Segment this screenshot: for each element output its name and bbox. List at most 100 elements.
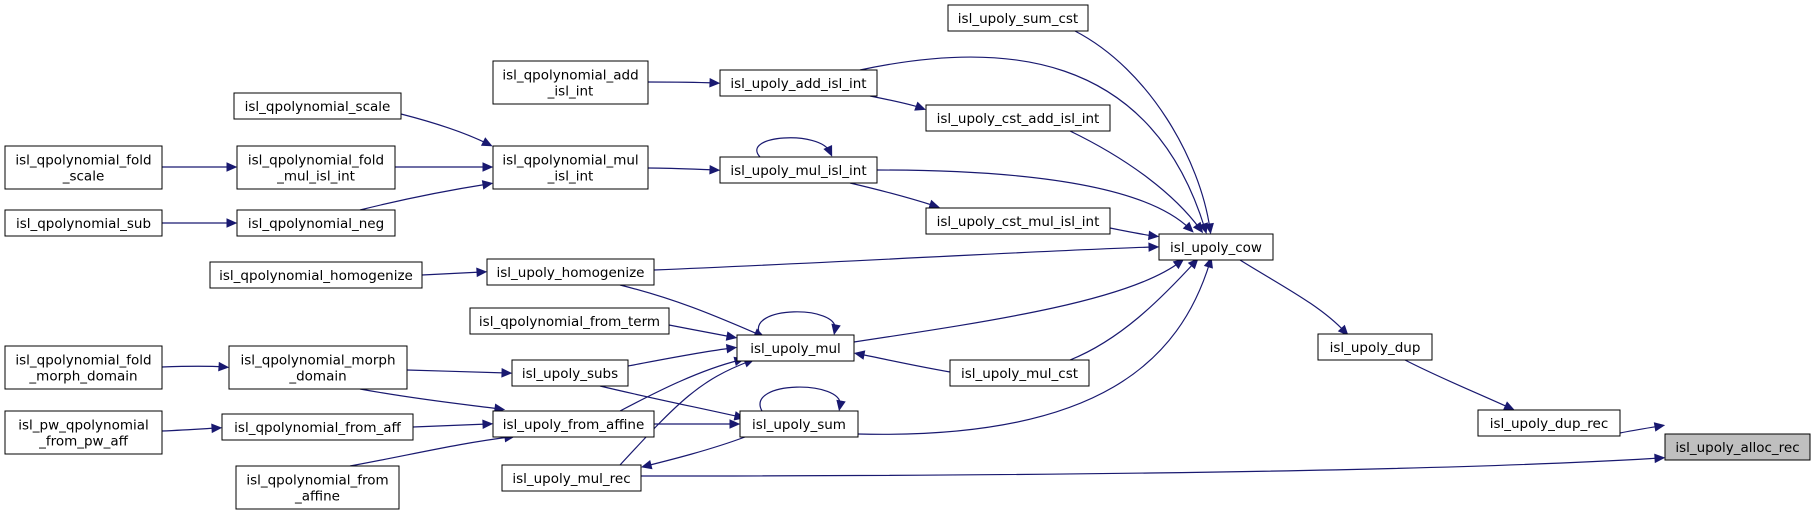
node-add-isl-int[interactable]: isl_upoly_add_isl_int: [719, 69, 878, 97]
node-qp-fold-scale[interactable]: isl_qpolynomial_fold_scale: [4, 145, 163, 190]
node-label: isl_qpolynomial_fold: [15, 153, 151, 169]
node-qp-morph[interactable]: isl_qpolynomial_morph_domain: [228, 345, 408, 390]
node-sum[interactable]: isl_upoly_sum: [739, 410, 859, 438]
arrowhead-icon: [211, 423, 223, 434]
node-box: [492, 410, 655, 438]
node-box: [228, 345, 408, 390]
node-box: [1664, 433, 1811, 461]
node-box: [4, 345, 163, 390]
node-mul-isl-int[interactable]: isl_upoly_mul_isl_int: [719, 156, 878, 184]
edge-qp-fold-morph-to-qp-morph: [161, 361, 230, 372]
node-homog[interactable]: isl_upoly_homogenize: [486, 258, 655, 286]
node-qp-homog[interactable]: isl_qpolynomial_homogenize: [209, 261, 423, 289]
node-mul-cst[interactable]: isl_upoly_mul_cst: [949, 359, 1090, 387]
node-label: isl_qpolynomial_from: [246, 473, 388, 489]
edge-line: [1239, 259, 1346, 333]
node-box: [4, 145, 163, 190]
edge-line: [859, 56, 1206, 230]
node-box: [1158, 233, 1274, 261]
node-mul-rec[interactable]: isl_upoly_mul_rec: [501, 464, 642, 492]
node-qp-from-term[interactable]: isl_qpolynomial_from_term: [469, 307, 670, 335]
node-box: [492, 60, 649, 105]
node-dup-rec[interactable]: isl_upoly_dup_rec: [1477, 409, 1621, 437]
node-alloc-rec[interactable]: isl_upoly_alloc_rec: [1664, 433, 1811, 461]
node-label: isl_qpolynomial_fold: [15, 353, 151, 369]
edge-line: [756, 137, 831, 158]
node-label: _isl_int: [547, 84, 594, 100]
arrowhead-icon: [482, 162, 494, 172]
edge-line: [1074, 30, 1211, 230]
node-box: [236, 145, 396, 190]
node-pw-qp[interactable]: isl_pw_qpolynomial_from_pw_aff: [4, 410, 163, 455]
node-box: [486, 258, 655, 286]
arrowhead-icon: [836, 399, 846, 412]
node-cst-add[interactable]: isl_upoly_cst_add_isl_int: [925, 104, 1111, 132]
edge-mul-isl-int-to-cow: [876, 169, 1194, 233]
node-label: isl_qpolynomial_scale: [245, 99, 391, 115]
node-cst-mul[interactable]: isl_upoly_cst_mul_isl_int: [925, 207, 1111, 235]
edge-pw-qp-to-qp-from-aff: [161, 423, 223, 434]
node-label: isl_pw_qpolynomial: [18, 418, 149, 434]
node-box: [739, 410, 859, 438]
node-label: isl_upoly_mul_rec: [512, 471, 630, 487]
node-label: isl_upoly_alloc_rec: [1675, 440, 1799, 456]
edge-qp-fold-scale-to-qp-fold-mul: [162, 162, 238, 172]
node-qp-fold-mul[interactable]: isl_qpolynomial_fold_mul_isl_int: [236, 145, 396, 190]
arrowhead-icon: [729, 419, 741, 429]
edge-from-affine-to-mul: [619, 356, 746, 412]
arrowhead-icon: [914, 101, 926, 111]
node-label: isl_upoly_dup_rec: [1490, 416, 1609, 432]
edge-line: [857, 261, 1211, 435]
node-box: [511, 359, 629, 387]
node-label: _isl_int: [547, 169, 594, 185]
node-label: isl_upoly_add_isl_int: [730, 76, 866, 92]
node-label: isl_upoly_cst_mul_isl_int: [937, 214, 1100, 230]
edge-qp-sub-to-qp-neg: [161, 218, 238, 228]
node-qp-from-affine[interactable]: isl_qpolynomial_from_affine: [235, 465, 400, 510]
edge-mul-cst-to-mul: [853, 350, 951, 373]
arrowhead-icon: [1148, 230, 1160, 241]
arrowhead-icon: [1337, 324, 1349, 336]
edge-from-affine-to-sum: [654, 419, 741, 429]
arrowhead-icon: [1198, 222, 1208, 235]
node-label: isl_qpolynomial_add: [502, 68, 638, 84]
node-box: [469, 307, 670, 335]
node-from-affine[interactable]: isl_upoly_from_affine: [492, 410, 655, 438]
edge-qp-scale-to-qp-mul: [400, 113, 493, 147]
arrowhead-icon: [226, 162, 238, 172]
node-qp-from-aff[interactable]: isl_qpolynomial_from_aff: [221, 413, 414, 441]
edge-line: [412, 423, 489, 428]
node-box: [236, 209, 396, 237]
node-label: isl_qpolynomial_neg: [248, 216, 384, 232]
node-qp-fold-morph[interactable]: isl_qpolynomial_fold_morph_domain: [4, 345, 163, 390]
node-dup[interactable]: isl_upoly_dup: [1317, 333, 1433, 361]
edge-mul-cst-to-cow: [1069, 258, 1199, 361]
edge-line: [161, 427, 218, 432]
edge-line: [359, 183, 489, 211]
node-cow[interactable]: isl_upoly_cow: [1158, 233, 1274, 261]
edge-line: [1619, 425, 1661, 434]
node-qp-add[interactable]: isl_qpolynomial_add_isl_int: [492, 60, 649, 105]
edge-qp-neg-to-qp-mul: [359, 180, 494, 211]
node-box: [492, 145, 649, 190]
edge-sum-to-sum: [759, 386, 846, 412]
edge-sum-to-mul-rec: [640, 436, 746, 470]
node-qp-mul[interactable]: isl_qpolynomial_mul_isl_int: [492, 145, 649, 190]
node-label: isl_qpolynomial_sub: [16, 216, 151, 232]
edge-add-isl-int-to-cow: [859, 56, 1208, 235]
node-mul[interactable]: isl_upoly_mul: [736, 334, 855, 362]
node-sum-cst[interactable]: isl_upoly_sum_cst: [947, 4, 1089, 32]
node-qp-scale[interactable]: isl_qpolynomial_scale: [233, 92, 402, 120]
node-qp-neg[interactable]: isl_qpolynomial_neg: [236, 209, 396, 237]
node-box: [947, 4, 1089, 32]
node-label: isl_upoly_dup: [1330, 340, 1421, 356]
edge-qp-mul-to-mul-isl-int: [647, 165, 721, 175]
arrowhead-icon: [823, 145, 833, 157]
arrowhead-icon: [1192, 221, 1204, 234]
node-qp-sub[interactable]: isl_qpolynomial_sub: [4, 209, 163, 237]
edge-mul-to-mul: [757, 311, 841, 336]
edge-mul-rec-to-alloc-rec: [640, 453, 1666, 477]
node-label: _from_pw_aff: [38, 434, 129, 450]
node-label: isl_upoly_from_affine: [503, 417, 645, 433]
node-subs[interactable]: isl_upoly_subs: [511, 359, 629, 387]
